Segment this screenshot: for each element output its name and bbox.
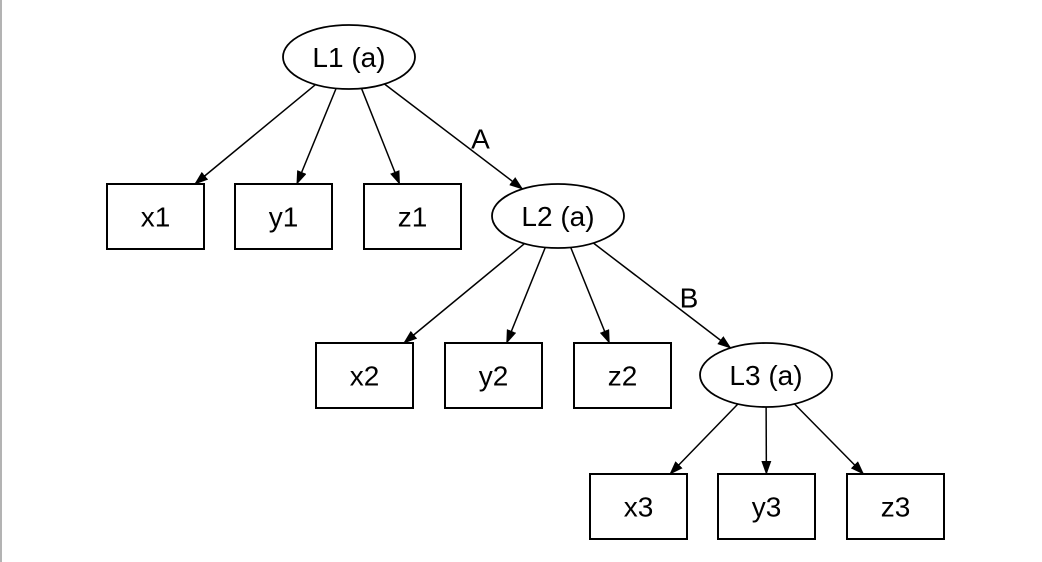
edge-L1-L2 xyxy=(384,83,524,190)
latent-node-label-L3: L3 (a) xyxy=(729,360,802,391)
edge-label-A: A xyxy=(471,123,490,154)
edge-L2-y2 xyxy=(505,247,546,344)
observed-node-z3 xyxy=(846,473,945,540)
observed-node-y2 xyxy=(444,342,543,409)
observed-node-label-y3: y3 xyxy=(752,491,782,522)
observed-node-label-z1: z1 xyxy=(398,201,428,232)
latent-node-label-L2: L2 (a) xyxy=(521,201,594,232)
observed-node-label-x3: x3 xyxy=(624,491,654,522)
observed-node-label-y2: y2 xyxy=(479,360,509,391)
edge-L3-x3 xyxy=(669,403,739,475)
observed-node-y1 xyxy=(234,183,333,250)
edge-L1-y1 xyxy=(296,88,337,185)
observed-node-label-x2: x2 xyxy=(350,360,380,391)
observed-node-x3 xyxy=(589,473,688,540)
latent-node-L2 xyxy=(491,183,625,249)
observed-node-label-y1: y1 xyxy=(269,201,299,232)
edge-L2-L3 xyxy=(592,242,732,349)
observed-node-label-z3: z3 xyxy=(881,491,911,522)
edge-L1-x1 xyxy=(194,84,317,185)
edge-L2-x2 xyxy=(403,243,526,344)
observed-node-label-x1: x1 xyxy=(141,201,171,232)
latent-node-label-L1: L1 (a) xyxy=(312,42,385,73)
observed-node-z1 xyxy=(363,183,462,250)
edge-L2-z2 xyxy=(570,247,611,344)
observed-node-y3 xyxy=(717,473,816,540)
edge-label-B: B xyxy=(680,282,699,313)
latent-node-L3 xyxy=(699,342,833,408)
observed-node-label-z2: z2 xyxy=(608,360,638,391)
observed-node-x1 xyxy=(106,183,205,250)
edge-L3-z3 xyxy=(793,403,865,475)
latent-node-L1 xyxy=(282,24,416,90)
edge-L1-z1 xyxy=(360,88,401,185)
observed-node-z2 xyxy=(573,342,672,409)
observed-node-x2 xyxy=(315,342,414,409)
